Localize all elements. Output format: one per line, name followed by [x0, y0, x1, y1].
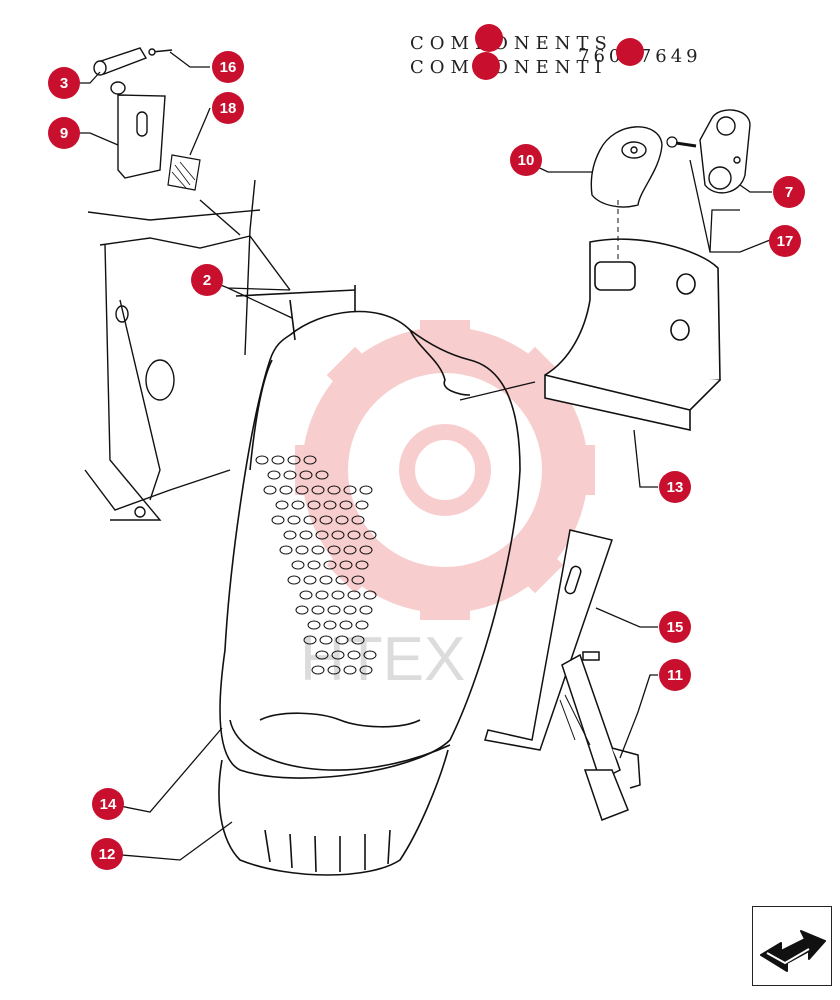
perforation-dot	[335, 515, 349, 525]
perforation-dot	[343, 665, 357, 675]
perforation-dot	[271, 515, 285, 525]
perforation-dot	[327, 485, 341, 495]
perforation-dot	[267, 470, 281, 480]
perforation-dot	[291, 560, 305, 570]
perforation-dot	[287, 515, 301, 525]
part-screw	[666, 136, 697, 148]
perforation-dot	[295, 605, 309, 615]
perforation-dot	[347, 590, 361, 600]
perforation-dot	[351, 635, 365, 645]
part-armrest	[544, 200, 721, 431]
perforation-dot	[315, 470, 329, 480]
seat-drawing	[218, 285, 521, 876]
perforation-dot	[327, 605, 341, 615]
perforation-dot	[323, 560, 337, 570]
perforation-dot	[315, 650, 329, 660]
perforation-dot	[351, 575, 365, 585]
perforation-dot	[331, 650, 345, 660]
perforation-dot	[347, 530, 361, 540]
perforation-dot	[311, 545, 325, 555]
perforation-dot	[287, 575, 301, 585]
perforation-dot	[271, 455, 285, 465]
perforation-dot	[363, 530, 377, 540]
part-rail	[484, 529, 613, 751]
perforation-dot	[283, 470, 297, 480]
header-line-2: COMPONENTI	[410, 57, 608, 78]
perforation-dot	[315, 590, 329, 600]
cab-frame-outline	[84, 179, 291, 521]
perforation-dot	[335, 635, 349, 645]
perforation-dot	[359, 665, 373, 675]
watermark-gear-icon	[295, 320, 595, 620]
perforation-dot	[319, 575, 333, 585]
perforation-dot	[299, 530, 313, 540]
part-bracket	[110, 81, 166, 179]
perforation-dot	[291, 500, 305, 510]
perforation-dot	[311, 485, 325, 495]
perforation-dot	[343, 485, 357, 495]
perforation-dot	[339, 560, 353, 570]
perforation-dot	[315, 530, 329, 540]
part-label-decal	[167, 154, 201, 191]
perforation-dot	[303, 575, 317, 585]
perforation-dot	[303, 635, 317, 645]
perforation-dot	[303, 455, 317, 465]
perforation-dot	[331, 590, 345, 600]
perforation-dot	[331, 530, 345, 540]
perforation-dot	[355, 500, 369, 510]
perforation-dot	[335, 575, 349, 585]
perforation-dot	[323, 620, 337, 630]
perforation-dot	[355, 560, 369, 570]
perforation-dot	[339, 620, 353, 630]
part-lever	[559, 651, 641, 821]
perforation-dot	[303, 515, 317, 525]
perforation-dot	[275, 500, 289, 510]
perforation-dot	[363, 590, 377, 600]
perforation-dot	[279, 545, 293, 555]
perforation-dot	[347, 650, 361, 660]
perforation-dot	[363, 650, 377, 660]
perforation-dot	[319, 635, 333, 645]
next-page-arrow-icon	[760, 930, 826, 972]
perforation-dot	[311, 605, 325, 615]
perforation-dot	[299, 590, 313, 600]
part-knob	[590, 126, 663, 208]
perforation-dot	[327, 665, 341, 675]
next-page-button[interactable]	[752, 906, 832, 986]
part-mount-plate	[699, 109, 751, 194]
perforation-dot	[323, 500, 337, 510]
perforation-dot	[307, 560, 321, 570]
perforation-dot	[295, 485, 309, 495]
perforation-dot	[359, 605, 373, 615]
perforation-dot	[327, 545, 341, 555]
perforation-dot	[339, 500, 353, 510]
perforation-dot	[311, 665, 325, 675]
perforation-dot	[287, 455, 301, 465]
perforation-dot	[255, 455, 269, 465]
perforation-dot	[295, 545, 309, 555]
perforation-dot	[279, 485, 293, 495]
perforation-dot	[307, 620, 321, 630]
perforation-dot	[343, 545, 357, 555]
perforation-dot	[307, 500, 321, 510]
perforation-dot	[299, 470, 313, 480]
perforation-dot	[343, 605, 357, 615]
part-pin	[93, 47, 173, 76]
perforation-dot	[319, 515, 333, 525]
perforation-dot	[351, 515, 365, 525]
perforation-dot	[359, 485, 373, 495]
watermark-text: HTEX	[300, 625, 465, 694]
perforation-dot	[283, 530, 297, 540]
seat-perforations	[255, 455, 377, 675]
perforation-dot	[359, 545, 373, 555]
perforation-dot	[263, 485, 277, 495]
header-line-1: COMPONENTS	[410, 33, 613, 54]
perforation-dot	[355, 620, 369, 630]
